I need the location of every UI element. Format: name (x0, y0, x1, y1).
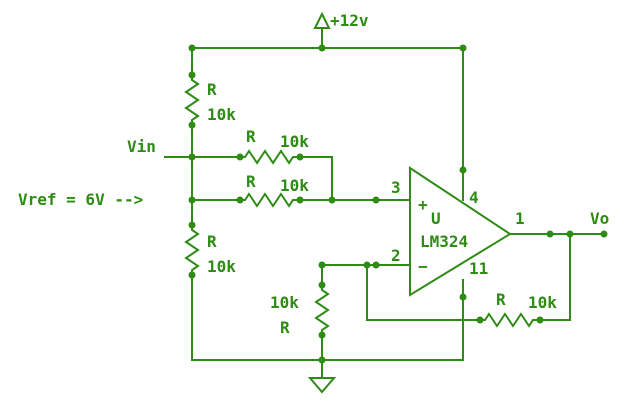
resistor-r4-symbol (184, 224, 200, 276)
wire-vin-right (299, 156, 333, 201)
ground-icon (307, 377, 337, 394)
resistor-r1-symbol (184, 74, 200, 126)
opamp-part-label: U (431, 209, 441, 228)
vo-label: Vo (590, 209, 609, 228)
resistor-r3-name: R (246, 172, 256, 191)
opamp-pin11: 11 (469, 259, 488, 278)
resistor-r2-value: 10k (280, 132, 309, 151)
resistor-r6-value: 10k (528, 293, 557, 312)
resistor-r4-name: R (207, 232, 217, 251)
resistor-r3-symbol (239, 192, 301, 208)
resistor-r2-symbol (239, 149, 301, 165)
wire-feedback-left (366, 264, 481, 321)
resistor-r5-symbol (314, 284, 330, 336)
resistor-r1-name: R (207, 80, 217, 99)
resistor-r2-name: R (246, 127, 256, 146)
supply-label: +12v (330, 11, 369, 30)
opamp-pin2: 2 (391, 246, 401, 265)
resistor-r5-name: R (280, 318, 290, 337)
opamp-symbol (409, 166, 512, 297)
vref-label: Vref = 6V --> (18, 190, 143, 209)
opamp-pin1: 1 (515, 209, 525, 228)
resistor-r5-value: 10k (270, 293, 299, 312)
resistor-r1-value: 10k (207, 105, 236, 124)
opamp-plus-sign: + (418, 195, 428, 214)
wires (164, 27, 605, 379)
opamp-minus-sign: − (418, 257, 428, 276)
resistor-r3-value: 10k (280, 176, 309, 195)
opamp-pin3: 3 (391, 178, 401, 197)
resistor-r6-name: R (496, 290, 506, 309)
wire-feedback-right (539, 233, 571, 321)
supply-arrow-icon (313, 11, 331, 29)
resistor-r6-symbol (479, 312, 541, 328)
resistor-r4-value: 10k (207, 257, 236, 276)
vin-label: Vin (127, 137, 156, 156)
junction-dots (188, 44, 608, 364)
opamp-pin4: 4 (469, 188, 479, 207)
opamp-model-label: LM324 (420, 232, 468, 251)
